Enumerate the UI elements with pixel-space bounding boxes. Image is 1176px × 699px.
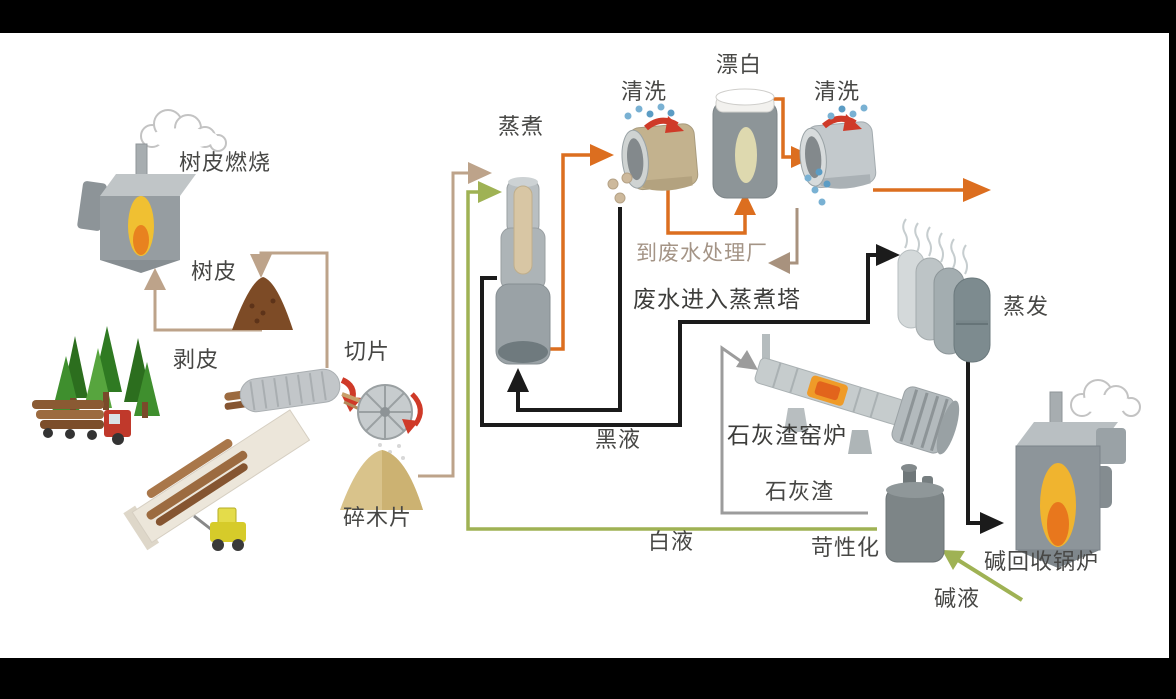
label-white-liquor: 白液 bbox=[648, 529, 695, 554]
label-black-liquor: 黑液 bbox=[595, 427, 642, 452]
letterbox-bottom bbox=[0, 658, 1176, 699]
flow-evap-to-boiler bbox=[966, 356, 1004, 534]
bark-furnace-icon bbox=[77, 109, 227, 273]
flow-lime-sludge bbox=[720, 345, 868, 515]
knots-pebbles-icon bbox=[607, 172, 633, 204]
label-evaporation: 蒸发 bbox=[1003, 294, 1050, 319]
lime-kiln-icon bbox=[754, 334, 960, 455]
washer1-icon bbox=[607, 103, 699, 204]
washer2-icon bbox=[799, 104, 877, 206]
label-debarking: 剥皮 bbox=[173, 347, 220, 372]
label-cooking: 蒸煮 bbox=[498, 114, 545, 139]
chipper-icon bbox=[341, 384, 423, 478]
label-wood-chips: 碎木片 bbox=[343, 505, 413, 530]
label-causticizing: 苛性化 bbox=[811, 535, 881, 560]
flow-alkali-liquor bbox=[942, 550, 1024, 602]
label-to-wastewater-plant: 到废水处理厂 bbox=[636, 242, 768, 265]
letterbox-top bbox=[0, 0, 1176, 33]
forest-icon bbox=[52, 326, 160, 418]
flame-icon bbox=[1040, 463, 1076, 547]
label-bleaching: 漂白 bbox=[716, 52, 763, 77]
flow-digester-to-washer1 bbox=[545, 144, 614, 351]
label-washing-1: 清洗 bbox=[621, 79, 668, 104]
label-bark: 树皮 bbox=[191, 259, 238, 284]
flow-white-liquor bbox=[466, 181, 877, 531]
recovery-boiler-icon bbox=[1015, 379, 1141, 568]
loader-icon bbox=[193, 507, 246, 551]
wood-chips-pile-icon bbox=[340, 450, 423, 510]
label-washing-2: 清洗 bbox=[814, 79, 861, 104]
label-lime-sludge: 石灰渣 bbox=[765, 479, 835, 504]
bark-pile-icon bbox=[232, 277, 293, 330]
water-drops-icon bbox=[624, 103, 675, 120]
digester-tower-icon bbox=[495, 177, 551, 365]
bleaching-tower-icon bbox=[712, 88, 778, 199]
flow-wastewater-to-digester bbox=[507, 207, 622, 412]
flow-black-liquor bbox=[480, 244, 900, 427]
debarking-drum-icon bbox=[224, 368, 362, 413]
label-wastewater-to-digester: 废水进入蒸煮塔 bbox=[633, 286, 801, 312]
label-lime-kiln: 石灰渣窑炉 bbox=[727, 422, 847, 448]
label-bark-burning: 树皮燃烧 bbox=[179, 150, 272, 175]
smoke-cloud-icon bbox=[1070, 379, 1141, 417]
label-alkali-recovery-boiler: 碱回收锅炉 bbox=[984, 549, 1100, 574]
evaporators-icon bbox=[897, 218, 991, 363]
flow-chips-to-digester bbox=[418, 162, 492, 478]
log-conveyor-icon bbox=[123, 409, 311, 551]
flow-lines bbox=[144, 97, 1024, 602]
washer2-rotation-arrow-icon bbox=[822, 114, 862, 131]
label-alkali-liquor: 碱液 bbox=[934, 586, 981, 611]
chipper-rotation-arrow-icon bbox=[402, 392, 423, 434]
log-truck-icon bbox=[32, 400, 131, 445]
causticizer-tank-icon bbox=[885, 464, 945, 563]
flow-to-wastewater-plant bbox=[768, 208, 799, 274]
flow-pile-to-furnace bbox=[144, 268, 262, 332]
label-chipping: 切片 bbox=[344, 339, 391, 364]
flow-pulp-output bbox=[873, 178, 991, 202]
flow-bark-to-pile bbox=[250, 251, 329, 368]
smoke-cloud-icon bbox=[140, 109, 227, 152]
flame-icon bbox=[128, 196, 154, 256]
water-drops-icon bbox=[804, 104, 868, 206]
flow-washer1-to-bleacher bbox=[666, 186, 756, 235]
washer1-rotation-arrow-icon bbox=[644, 116, 684, 133]
letterbox-right bbox=[1169, 0, 1176, 699]
steam-wisps-icon bbox=[902, 218, 968, 275]
